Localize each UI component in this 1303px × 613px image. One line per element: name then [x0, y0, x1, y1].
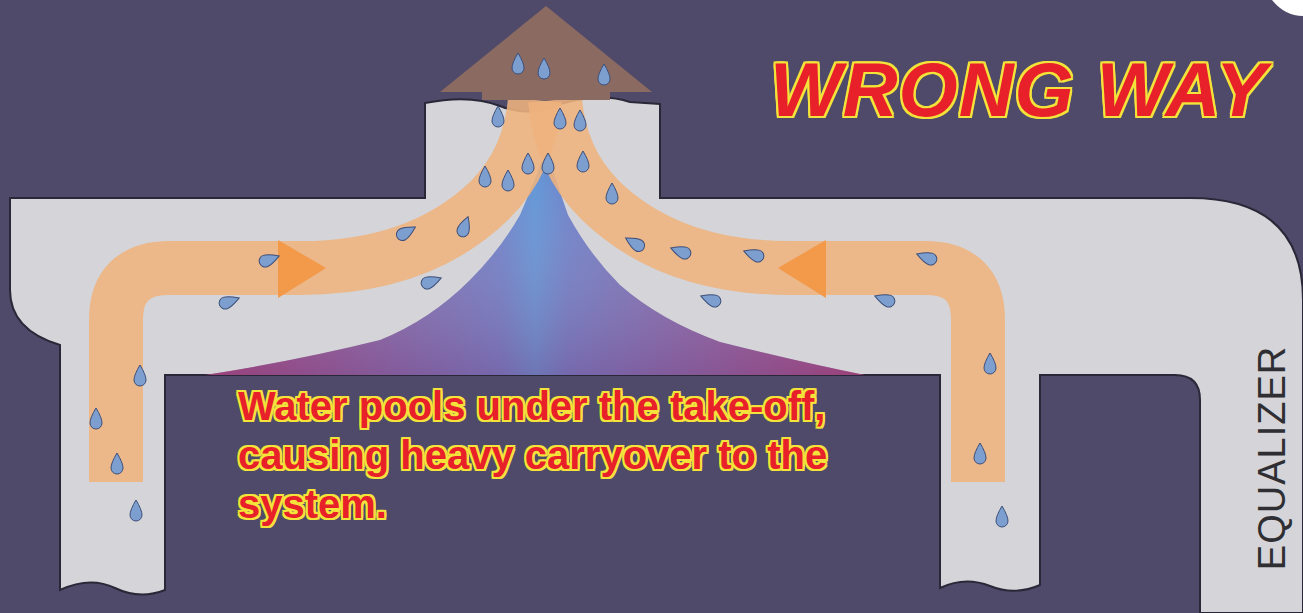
water-droplet — [873, 290, 897, 308]
corner-fragment — [1272, 0, 1303, 16]
water-droplet — [577, 151, 589, 172]
water-droplet — [134, 365, 146, 386]
water-droplet — [217, 292, 241, 310]
water-droplet — [699, 290, 723, 308]
water-droplet — [623, 233, 647, 254]
water-droplet — [130, 500, 142, 521]
warning-title: WRONG WAY — [770, 46, 1270, 133]
water-droplet — [574, 110, 586, 131]
water-droplet — [542, 153, 554, 174]
water-droplet — [915, 248, 939, 266]
water-droplet — [996, 506, 1008, 527]
pipe-label: EQUALIZER — [1251, 346, 1294, 570]
water-droplet — [257, 250, 281, 268]
water-droplet — [522, 153, 534, 174]
water-droplet — [479, 166, 491, 187]
water-droplet — [512, 53, 524, 74]
water-droplet — [90, 408, 102, 429]
flow-arrowhead — [278, 240, 326, 298]
flow-arrowhead — [778, 240, 826, 298]
water-droplet — [455, 215, 473, 239]
outlet-arrow — [440, 6, 652, 100]
water-droplet — [974, 443, 986, 464]
water-droplet — [598, 64, 610, 85]
water-droplet — [502, 170, 514, 191]
water-droplet — [394, 222, 418, 243]
water-droplet — [111, 453, 123, 474]
water-droplet — [492, 106, 504, 127]
water-droplet — [669, 242, 693, 260]
pipe-header — [10, 97, 1303, 613]
water-droplet — [742, 245, 766, 263]
warning-note: Water pools under the take-off, causing … — [238, 382, 828, 529]
water-droplet — [554, 108, 566, 129]
water-droplet — [538, 58, 550, 79]
water-droplet — [419, 272, 443, 290]
water-droplet — [606, 183, 618, 204]
water-droplet — [984, 353, 996, 374]
